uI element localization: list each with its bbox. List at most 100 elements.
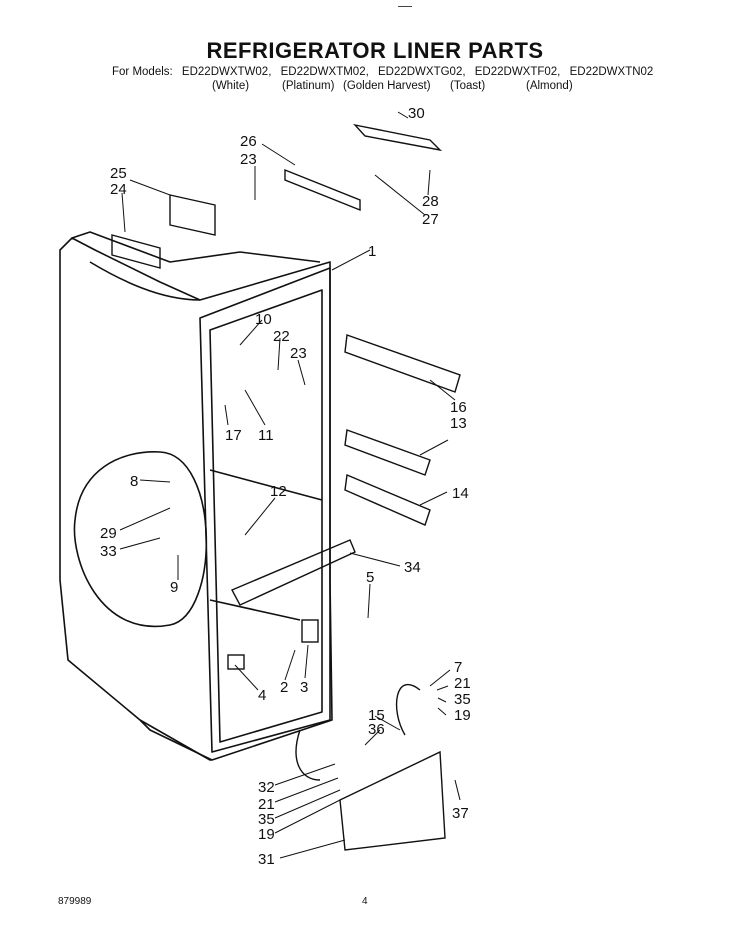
liner-inner-frame [209,289,323,743]
callout-5: 5 [366,569,374,586]
leader-line [224,404,229,426]
leader-line [244,389,266,426]
callout-33: 33 [100,543,117,560]
part-3-switch [301,619,319,643]
callout-35: 35 [454,691,471,708]
leader-line [274,789,341,819]
callout-1: 1 [368,243,376,260]
leader-line [119,537,161,550]
liner-top-curve [89,261,201,301]
part-30-bracket [353,123,443,152]
leader-line [429,379,456,401]
callout-17: 17 [225,427,242,444]
callout-11: 11 [258,427,274,444]
liner-bottom [139,719,213,761]
model-number: ED22DWXTF02, [474,66,561,78]
callout-25: 25 [110,165,127,182]
model-color: (Almond) [526,80,573,92]
callout-14: 14 [452,485,469,502]
model-color: (Golden Harvest) [343,80,431,92]
leader-line [437,697,447,703]
part-32-tube [295,729,321,781]
leader-line [274,763,336,786]
model-number: ED22DWXTW02, [181,66,272,78]
leader-line [427,169,431,196]
leader-line [304,644,309,679]
callout-21: 21 [454,675,471,692]
model-color: (Toast) [450,80,486,92]
leader-line [284,649,296,681]
callout-22: 22 [273,328,290,345]
leader-line [364,729,381,746]
leader-line [234,664,259,691]
callout-34: 34 [404,559,421,576]
callout-19: 19 [258,826,275,843]
callout-3: 3 [300,679,308,696]
leader-line [119,507,171,531]
callout-26: 26 [240,133,257,150]
liner-top [71,231,321,263]
models-prefix: For Models: [112,66,173,78]
leader-line [437,707,447,716]
leader-line [129,179,171,196]
callout-19: 19 [454,707,471,724]
part-31-grille [339,750,446,851]
callout-16: 16 [450,399,467,416]
callout-31: 31 [258,851,275,868]
part-25-housing [169,194,216,236]
callout-10: 10 [255,311,272,328]
callout-32: 32 [258,779,275,796]
callout-30: 30 [408,105,425,122]
leader-line [419,439,449,456]
leader-line [274,799,341,834]
callout-23: 23 [240,151,257,168]
callout-8: 8 [130,473,138,490]
model-color: (White) [212,80,250,92]
leader-line [374,715,401,731]
document-number: 879989 [58,896,92,907]
leader-line [139,479,171,483]
leader-line [297,359,306,386]
part-26-rail [284,168,361,212]
leader-line [454,779,461,801]
model-number: ED22DWXTM02, [280,66,369,78]
leader-line [274,777,339,803]
leader-line [331,249,371,271]
leader-line [349,552,401,567]
callout-24: 24 [110,181,127,198]
part-34-cover [231,539,356,606]
part-14-shelf-rail [344,473,431,526]
leader-line [367,583,371,619]
page-title: REFRIGERATOR LINER PARTS [206,38,544,63]
callout-27: 27 [422,211,439,228]
leader-line [374,174,426,216]
callout-23: 23 [290,345,307,362]
model-number: ED22DWXTG02, [377,66,466,78]
part-7-tube [395,683,421,736]
leader-line [429,669,451,687]
leader-line [244,497,276,536]
model-color: (Platinum) [282,80,335,92]
callout-2: 2 [280,679,288,696]
callout-35: 35 [258,811,275,828]
liner-front-frame [199,267,331,753]
part-4-block [227,654,245,670]
callout-labels: 30 26 23 25 24 28 27 1 10 22 23 16 13 17… [100,105,471,868]
leader-line [419,491,448,506]
leader-line [239,319,263,346]
interior-edge [209,469,323,501]
detail-circle [73,451,208,628]
callout-28: 28 [422,193,439,210]
callout-12: 12 [270,483,287,500]
part-13-shelf-rail [344,429,431,476]
part-16-shelf-rail [344,334,461,393]
page-number: 4 [362,896,368,907]
callout-29: 29 [100,525,117,542]
part-24-housing [111,234,161,269]
leader-line [261,143,296,166]
model-list: For Models: ED22DWXTW02, ED22DWXTM02, ED… [112,66,659,78]
leader-line [277,337,281,371]
callout-36: 36 [368,721,385,738]
callout-4: 4 [258,687,266,704]
leader-line [436,685,449,691]
